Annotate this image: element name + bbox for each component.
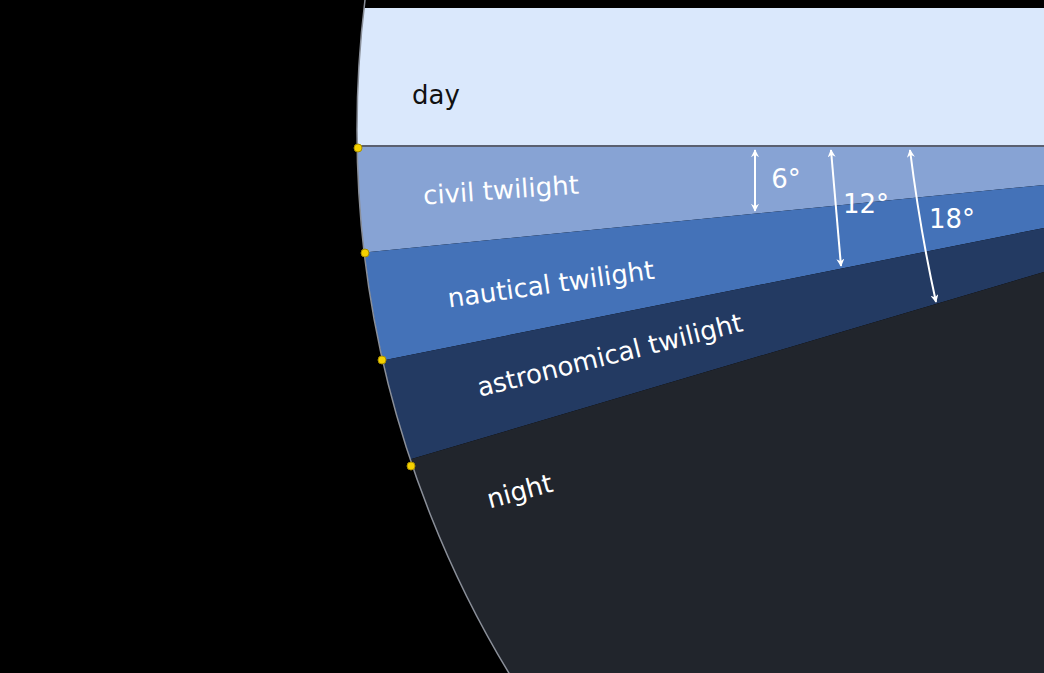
band: day (412, 81, 460, 111)
earth-outline (357, 0, 1044, 673)
night-band (300, 272, 1044, 673)
angle-arrows (755, 150, 936, 302)
angle-label-box: 6° (771, 165, 801, 195)
angle-label: 6° (771, 165, 801, 195)
day-label: day (412, 81, 460, 111)
day-band (0, 8, 1044, 146)
angle-label-box: 12° (843, 190, 889, 220)
angle-label: 18° (929, 205, 975, 235)
horizon-line (300, 145, 1044, 147)
boundary-dots (354, 144, 415, 470)
angle-label: 12° (843, 190, 889, 220)
angle-label-box: 18° (929, 205, 975, 235)
